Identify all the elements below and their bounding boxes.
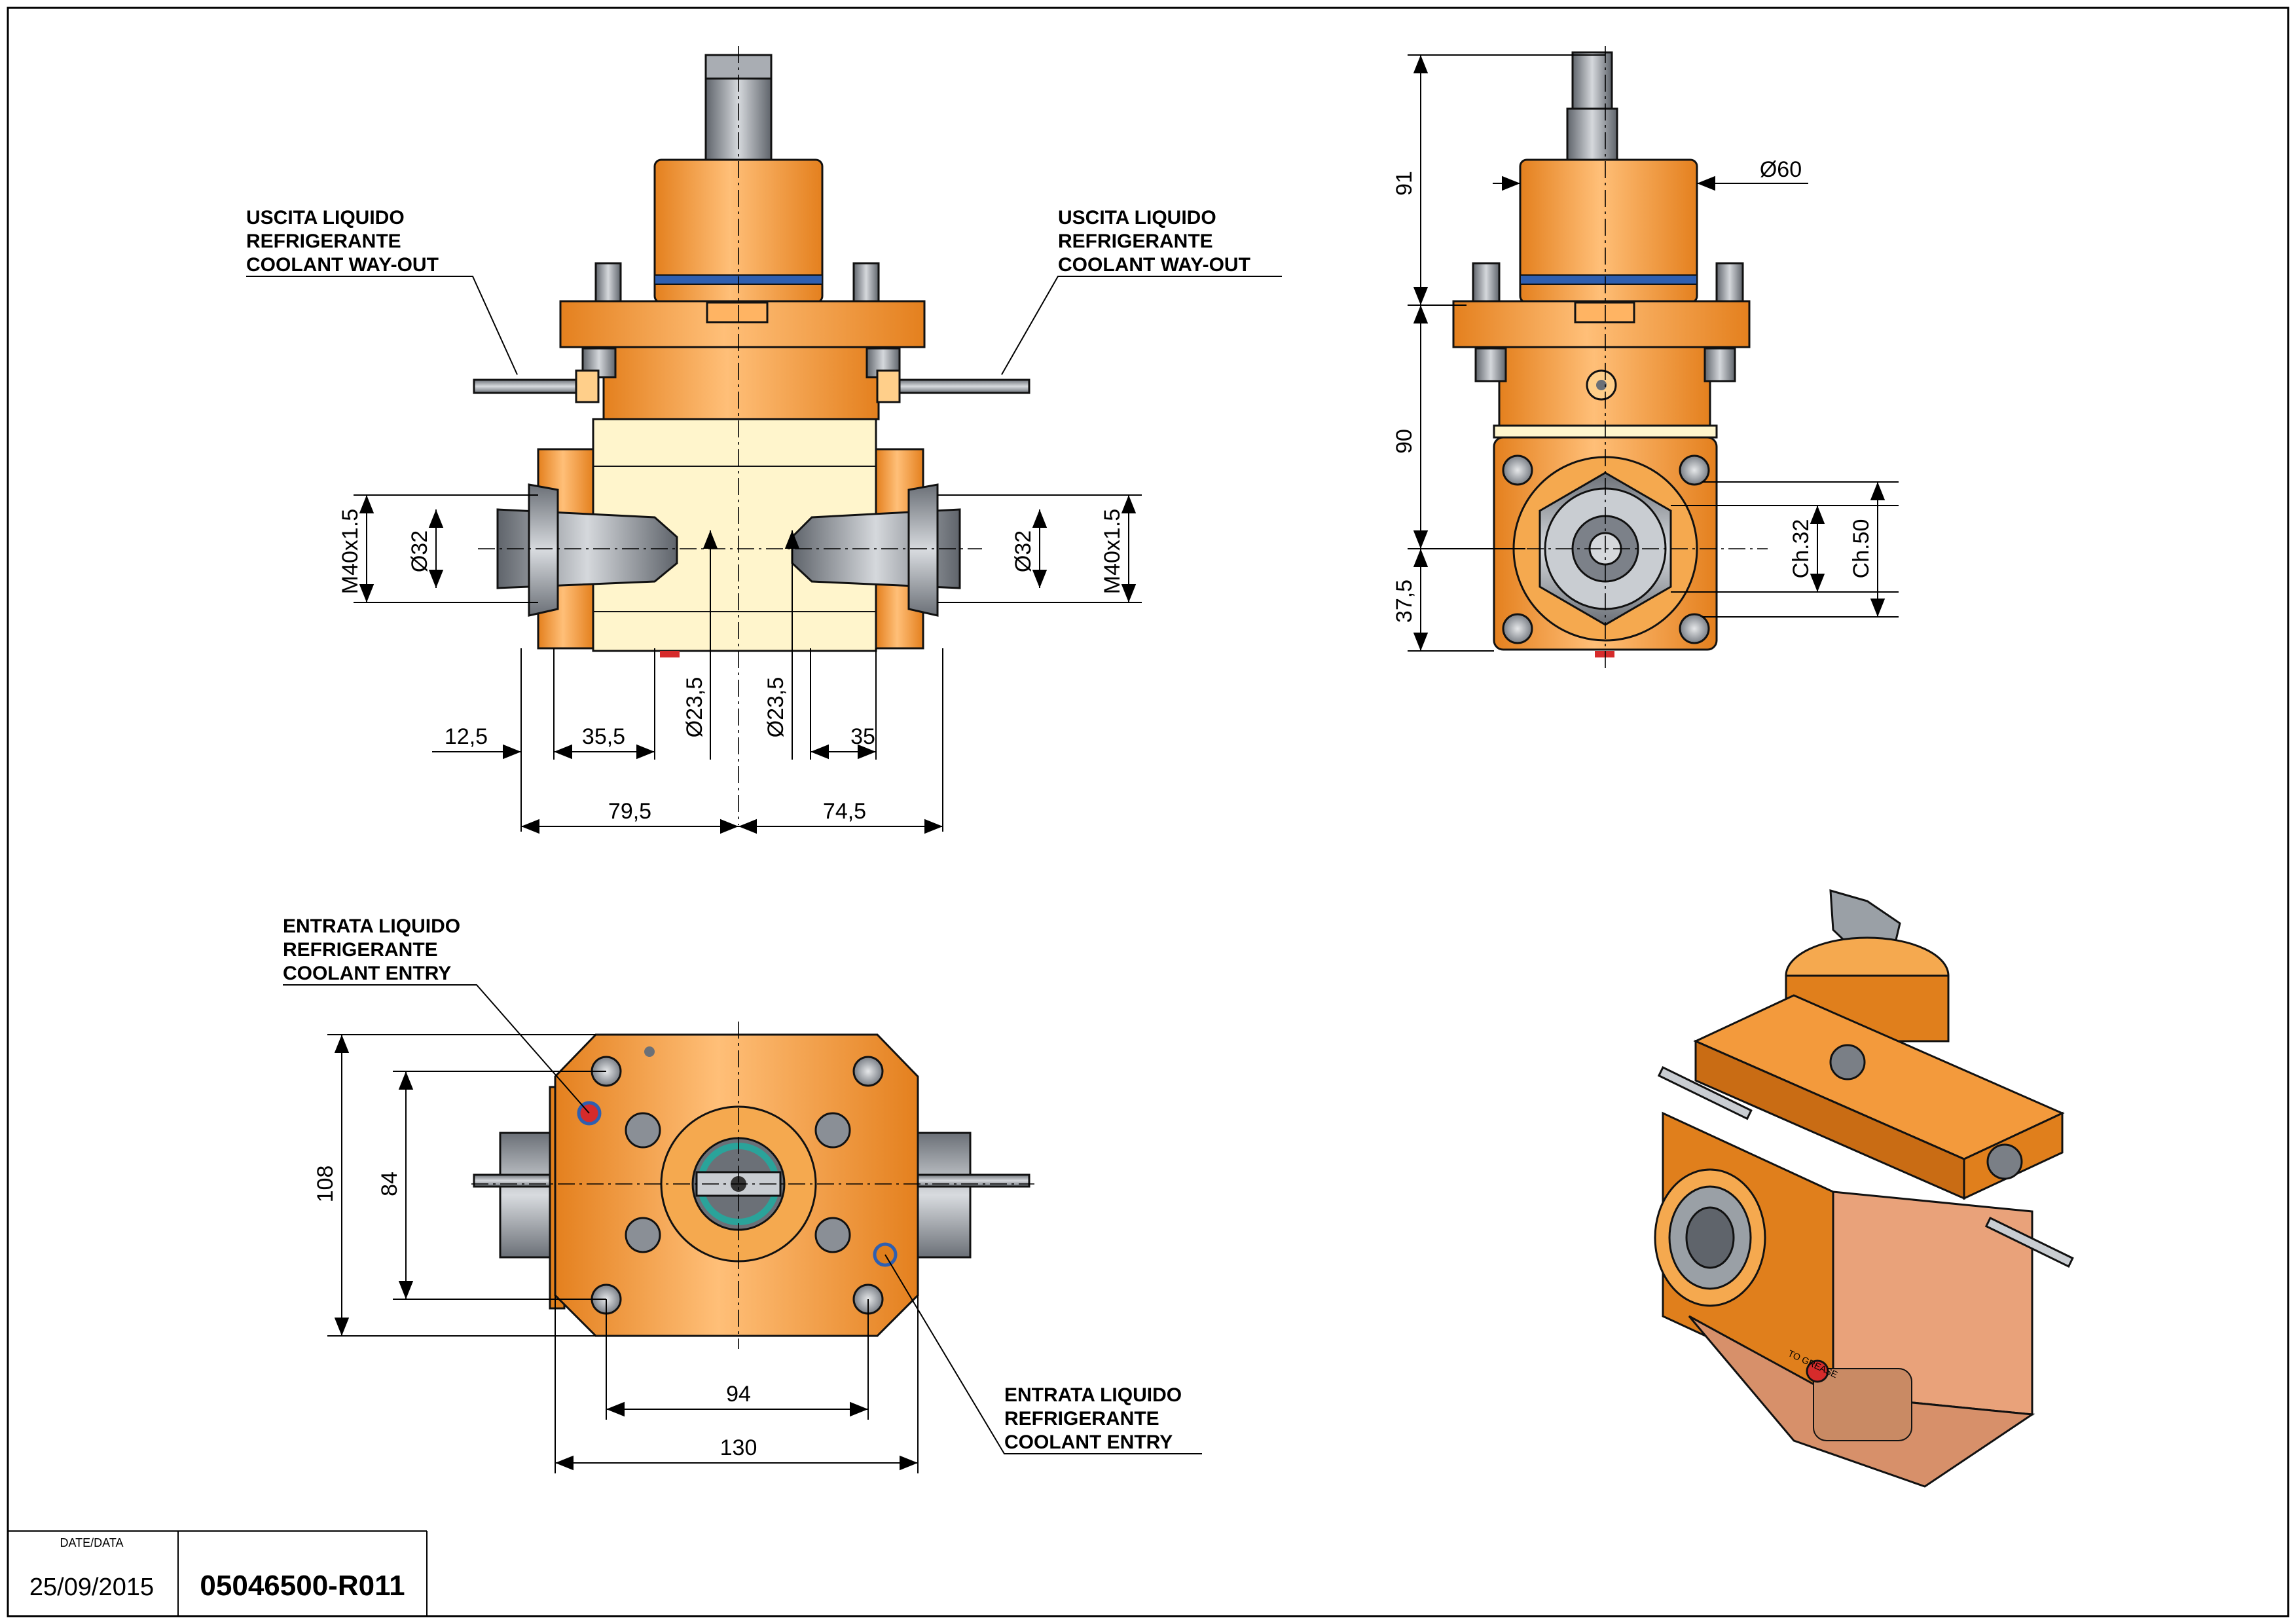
iso-pipe-left — [1657, 1065, 1753, 1120]
svg-text:COOLANT ENTRY: COOLANT ENTRY — [1004, 1431, 1173, 1453]
svg-text:ENTRATA LIQUIDO: ENTRATA LIQUIDO — [1004, 1384, 1182, 1406]
drawing-code: 05046500-R011 — [200, 1570, 405, 1602]
stud-right — [852, 262, 880, 305]
side-oring — [1520, 274, 1698, 285]
side-nut-left — [1474, 347, 1507, 382]
dim-thread-left: M40x1.5 — [338, 509, 363, 594]
dim-bore-left: Ø23,5 — [682, 677, 707, 738]
label-coolant-entry-top: ENTRATA LIQUIDO REFRIGERANTE COOLANT ENT… — [283, 915, 590, 1114]
dim-dia32-left: Ø32 — [407, 530, 432, 572]
iso-grease-pad — [1813, 1368, 1912, 1441]
right-nut — [907, 483, 939, 617]
side-bolt-3 — [1502, 613, 1533, 644]
iso-pipe-right — [1984, 1216, 2074, 1268]
dim-ch50: Ch.50 — [1849, 519, 1874, 579]
svg-text:USCITA LIQUIDO: USCITA LIQUIDO — [1058, 207, 1216, 229]
iso-bolt-1 — [1829, 1044, 1866, 1080]
plan-nut-left — [499, 1132, 555, 1259]
dim-bore-right: Ø23,5 — [763, 677, 788, 738]
dim-91: 91 — [1392, 171, 1417, 196]
svg-text:ENTRATA LIQUIDO: ENTRATA LIQUIDO — [283, 915, 460, 937]
dim-84: 84 — [377, 1172, 402, 1196]
dim-108: 108 — [313, 1166, 338, 1203]
side-bolt-1 — [1502, 454, 1533, 486]
stud-left — [594, 262, 622, 305]
svg-text:REFRIGERANTE: REFRIGERANTE — [283, 939, 438, 961]
dim-dia60: Ø60 — [1760, 157, 1802, 182]
iso-grease-port — [1806, 1359, 1829, 1383]
dim-ch32: Ch.32 — [1789, 519, 1813, 579]
flange-key — [706, 301, 769, 323]
dim-thread-right: M40x1.5 — [1100, 509, 1125, 594]
dim-130: 130 — [720, 1435, 757, 1460]
plan-socket-4 — [814, 1217, 851, 1253]
dim-94: 94 — [726, 1382, 751, 1407]
side-bolt-4 — [1679, 613, 1710, 644]
dim-35: 35 — [850, 724, 875, 749]
plan-view: 108 84 94 130 ENTRATA LIQUIDO REFRIGERAN… — [283, 915, 1202, 1473]
plan-pipe-right — [917, 1173, 1030, 1188]
title-block: DATE/DATA 25/09/2015 05046500-R011 — [8, 1530, 428, 1616]
dim-12-5: 12,5 — [445, 724, 488, 749]
dim-37-5: 37,5 — [1392, 580, 1417, 623]
svg-text:REFRIGERANTE: REFRIGERANTE — [1058, 231, 1213, 252]
label-coolant-out-right: USCITA LIQUIDO REFRIGERANTE COOLANT WAY-… — [1001, 207, 1282, 375]
svg-text:COOLANT WAY-OUT: COOLANT WAY-OUT — [246, 254, 439, 276]
left-nut — [528, 483, 559, 617]
dim-79-5: 79,5 — [608, 799, 651, 824]
coolant-pipe-right — [897, 378, 1030, 394]
svg-text:COOLANT WAY-OUT: COOLANT WAY-OUT — [1058, 254, 1250, 276]
side-nut-right — [1704, 347, 1736, 382]
plan-bolt-2 — [852, 1056, 884, 1087]
isometric-view: TO GREASE — [1654, 889, 2074, 1488]
svg-text:REFRIGERANTE: REFRIGERANTE — [1004, 1408, 1159, 1430]
side-shaft — [1571, 51, 1613, 113]
plan-socket-1 — [625, 1112, 661, 1149]
pipe-fitting-left — [575, 369, 600, 403]
dim-90: 90 — [1392, 429, 1417, 454]
drawing-date: 25/09/2015 — [29, 1574, 154, 1601]
svg-text:COOLANT ENTRY: COOLANT ENTRY — [283, 963, 451, 984]
side-stud-right — [1715, 262, 1744, 305]
dim-dia32-right: Ø32 — [1011, 530, 1036, 572]
plan-socket-3 — [625, 1217, 661, 1253]
red-port-front — [660, 651, 680, 657]
dim-74-5: 74,5 — [823, 799, 866, 824]
label-coolant-entry-bottom: ENTRATA LIQUIDO REFRIGERANTE COOLANT ENT… — [884, 1254, 1202, 1454]
dim-35-5: 35,5 — [582, 724, 625, 749]
iso-bolt-2 — [1986, 1143, 2023, 1180]
sheet-frame — [7, 7, 2289, 1617]
svg-text:USCITA LIQUIDO: USCITA LIQUIDO — [246, 207, 405, 229]
front-view: M40x1.5 Ø32 Ø32 M40x1.5 Ø23,5 Ø23,5 12,5… — [246, 46, 1282, 834]
plan-nut-right — [915, 1132, 972, 1259]
date-label: DATE/DATA — [60, 1536, 123, 1549]
plan-pipe-left — [473, 1173, 554, 1188]
pipe-fitting-right — [876, 369, 901, 403]
red-port-side — [1595, 651, 1614, 657]
side-view: 91 90 37,5 Ø60 Ch.32 Ch.50 — [1392, 46, 1899, 668]
label-coolant-out-left: USCITA LIQUIDO REFRIGERANTE COOLANT WAY-… — [246, 207, 518, 375]
plan-socket-2 — [814, 1112, 851, 1149]
side-flange-key — [1574, 301, 1635, 323]
side-shaft-key — [1566, 107, 1618, 162]
side-bolt-2 — [1679, 454, 1710, 486]
svg-text:REFRIGERANTE: REFRIGERANTE — [246, 231, 401, 252]
side-stud-left — [1472, 262, 1501, 305]
neck — [602, 346, 880, 420]
